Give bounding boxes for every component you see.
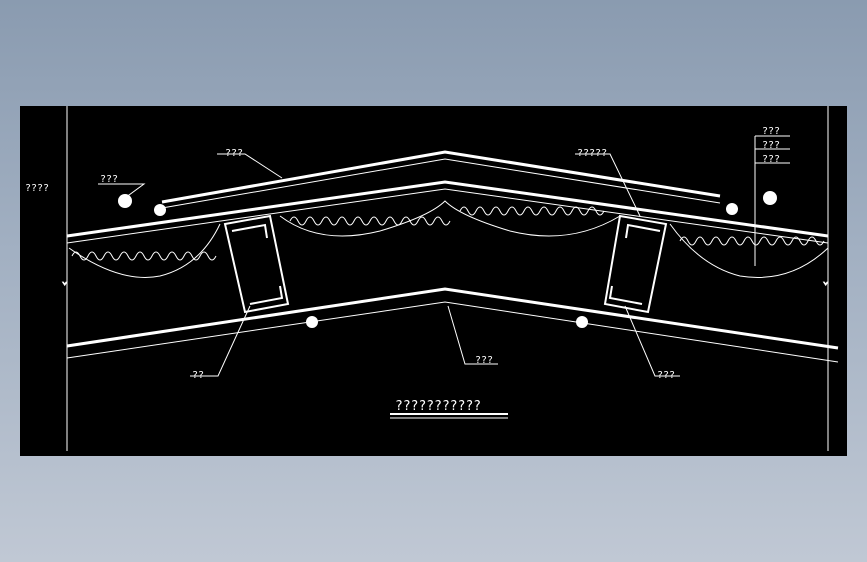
drawing-title: ??????????? [395, 399, 481, 414]
label-top-left-long: ??? [225, 148, 243, 159]
label-right-stack-3: ??? [762, 154, 780, 165]
label-top-right-five: ????? [577, 148, 607, 159]
upper-roof-panel [66, 180, 829, 244]
label-top-left-small: ??? [100, 174, 118, 185]
label-left-side: ???? [25, 183, 49, 194]
fasteners [118, 191, 777, 328]
leader-lines [98, 135, 790, 377]
lower-roof-panel [66, 287, 839, 363]
label-bottom-left: ?? [192, 370, 204, 381]
right-break-mark: ⌄ [823, 277, 828, 287]
roof-ridge-section-drawing: ⌄ ⌄ [25, 106, 839, 451]
label-bottom-center: ??? [475, 355, 493, 366]
cad-viewport[interactable]: ⌄ ⌄ [20, 106, 847, 456]
ridge-cap-sheet [161, 150, 721, 209]
insulation-wool [68, 200, 829, 278]
right-c-purlin [603, 214, 668, 314]
left-break-mark: ⌄ [62, 277, 67, 287]
left-c-purlin [223, 214, 290, 314]
label-right-stack-2: ??? [762, 140, 780, 151]
label-bottom-right: ??? [657, 370, 675, 381]
label-right-stack-1: ??? [762, 126, 780, 137]
